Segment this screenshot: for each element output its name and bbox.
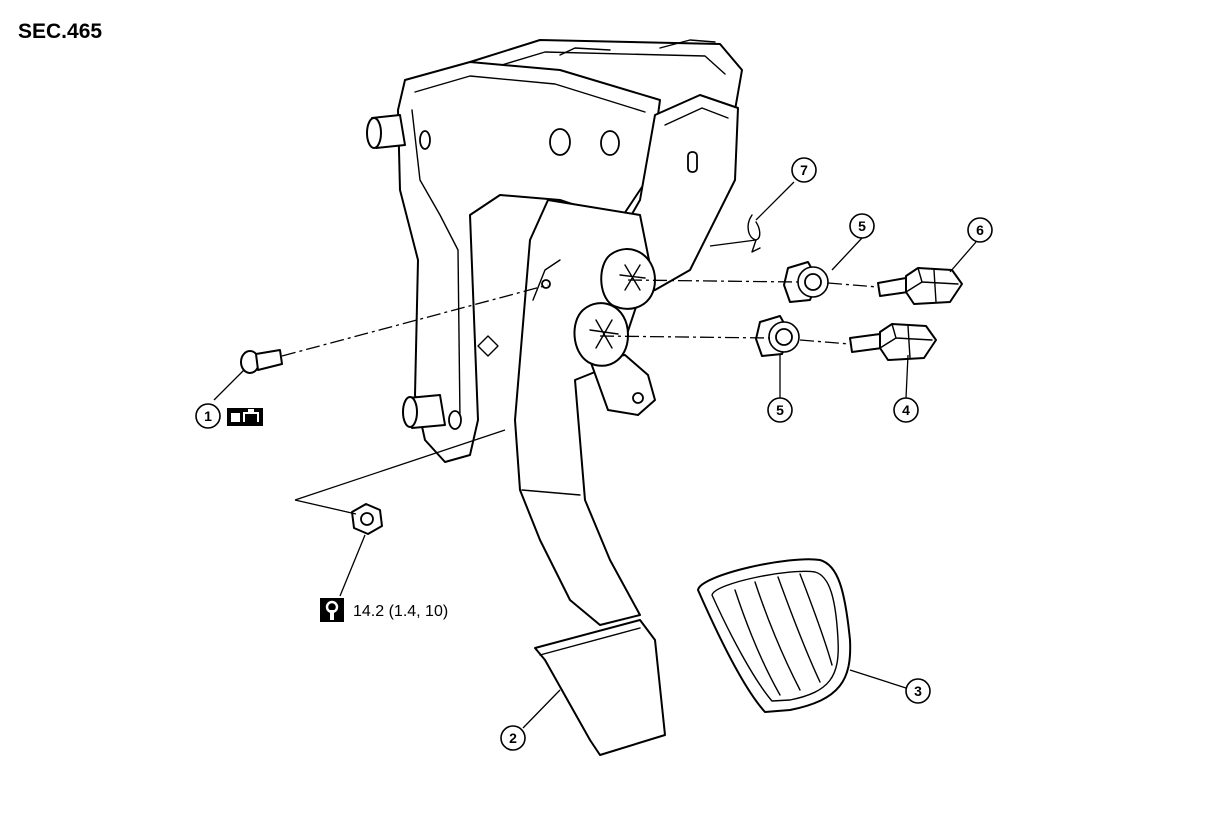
callout-3-number: 3 <box>914 683 922 699</box>
callout-6: 6 <box>967 217 993 243</box>
nut-bore <box>360 512 374 526</box>
leader-nut-to-bracket <box>294 429 506 515</box>
pedal-arm-edges <box>521 259 581 496</box>
leader-6 <box>949 241 977 273</box>
stop-lamp-switch <box>877 267 963 305</box>
bracket-rail-edge <box>484 51 726 75</box>
asd-switch <box>849 323 937 361</box>
switch-mount-lower-detail <box>589 319 619 349</box>
pivot-stub-lower-end <box>402 396 418 428</box>
assembly-line-pin <box>281 284 549 357</box>
callout-1: 1 <box>195 403 221 429</box>
bracket-main-plate <box>397 61 661 463</box>
bracket-hole-right <box>600 130 620 156</box>
callout-3: 3 <box>905 678 931 704</box>
pivot-stub-upper-end <box>366 117 382 149</box>
pedal-pad-cover-outer <box>697 558 852 713</box>
torque-value: 14.2 (1.4, 10) <box>353 603 448 620</box>
switch-mount-lower <box>573 302 629 367</box>
pedal-pad-shape <box>534 619 666 756</box>
leader-4 <box>905 354 909 399</box>
section-code: SEC.465 <box>18 20 102 43</box>
bracket-lower-hole <box>448 410 462 430</box>
bracket-hole-small <box>419 130 431 150</box>
clip-part <box>747 214 761 253</box>
callout-2-number: 2 <box>509 730 517 746</box>
switch-clip-lower <box>755 315 800 357</box>
callout-6-number: 6 <box>976 222 984 238</box>
bracket-diamond-mark <box>477 335 499 357</box>
pedal-stop-hole <box>632 392 644 404</box>
pedal-pad-edge <box>539 627 641 656</box>
switch-mount-upper <box>600 248 656 310</box>
pedal-pad-cover-inner <box>711 570 839 702</box>
bracket-plate-flange <box>411 75 646 421</box>
pedal-pad-cover <box>697 558 852 713</box>
leader-7 <box>709 181 795 247</box>
pedal-pad-cover-ribs <box>734 573 833 696</box>
bracket-hole-left <box>549 128 571 156</box>
stop-lamp-switch-edges <box>905 267 959 303</box>
callout-5-upper-number: 5 <box>858 218 866 234</box>
callout-7-number: 7 <box>800 162 808 178</box>
assembly-line-switch-lower <box>599 335 851 345</box>
callout-7: 7 <box>791 157 817 183</box>
leader-torque <box>339 534 366 597</box>
clevis-pin-shank <box>255 349 283 371</box>
assembly-line-switch-upper <box>627 279 879 288</box>
pedal-arm-assembly <box>514 199 656 626</box>
switch-clip-upper <box>783 261 829 303</box>
leader-1 <box>213 369 245 401</box>
callout-1-number: 1 <box>204 408 212 424</box>
switch-mount-upper-detail <box>619 264 646 291</box>
callout-5-lower-number: 5 <box>776 402 784 418</box>
callout-4-number: 4 <box>902 402 910 418</box>
callout-5-lower: 5 <box>767 397 793 423</box>
torque-wrench-icon <box>320 598 344 622</box>
bracket-nut <box>351 503 383 535</box>
pedal-bracket-assembly <box>366 39 743 463</box>
stop-lamp-switch-plunger <box>877 277 909 297</box>
switch-clip-upper-bore <box>804 273 822 291</box>
clevis-pin <box>240 349 283 374</box>
callout-5-upper: 5 <box>849 213 875 239</box>
grease-application-icon <box>227 408 263 426</box>
callout-2: 2 <box>500 725 526 751</box>
leader-3 <box>849 669 907 689</box>
pedal-pad <box>534 619 666 756</box>
leader-5-upper <box>831 237 863 271</box>
asd-switch-plunger <box>849 333 883 353</box>
switch-clip-lower-bore <box>775 328 793 346</box>
asd-switch-edges <box>879 323 933 359</box>
side-plate-edge <box>664 107 729 126</box>
bracket-rail-detail <box>559 39 716 56</box>
torque-spec: 14.2 (1.4, 10) <box>320 598 448 622</box>
pedal-pin-hole <box>541 279 551 289</box>
side-plate-slot <box>687 151 698 173</box>
callout-4: 4 <box>893 397 919 423</box>
leader-2 <box>522 689 561 729</box>
